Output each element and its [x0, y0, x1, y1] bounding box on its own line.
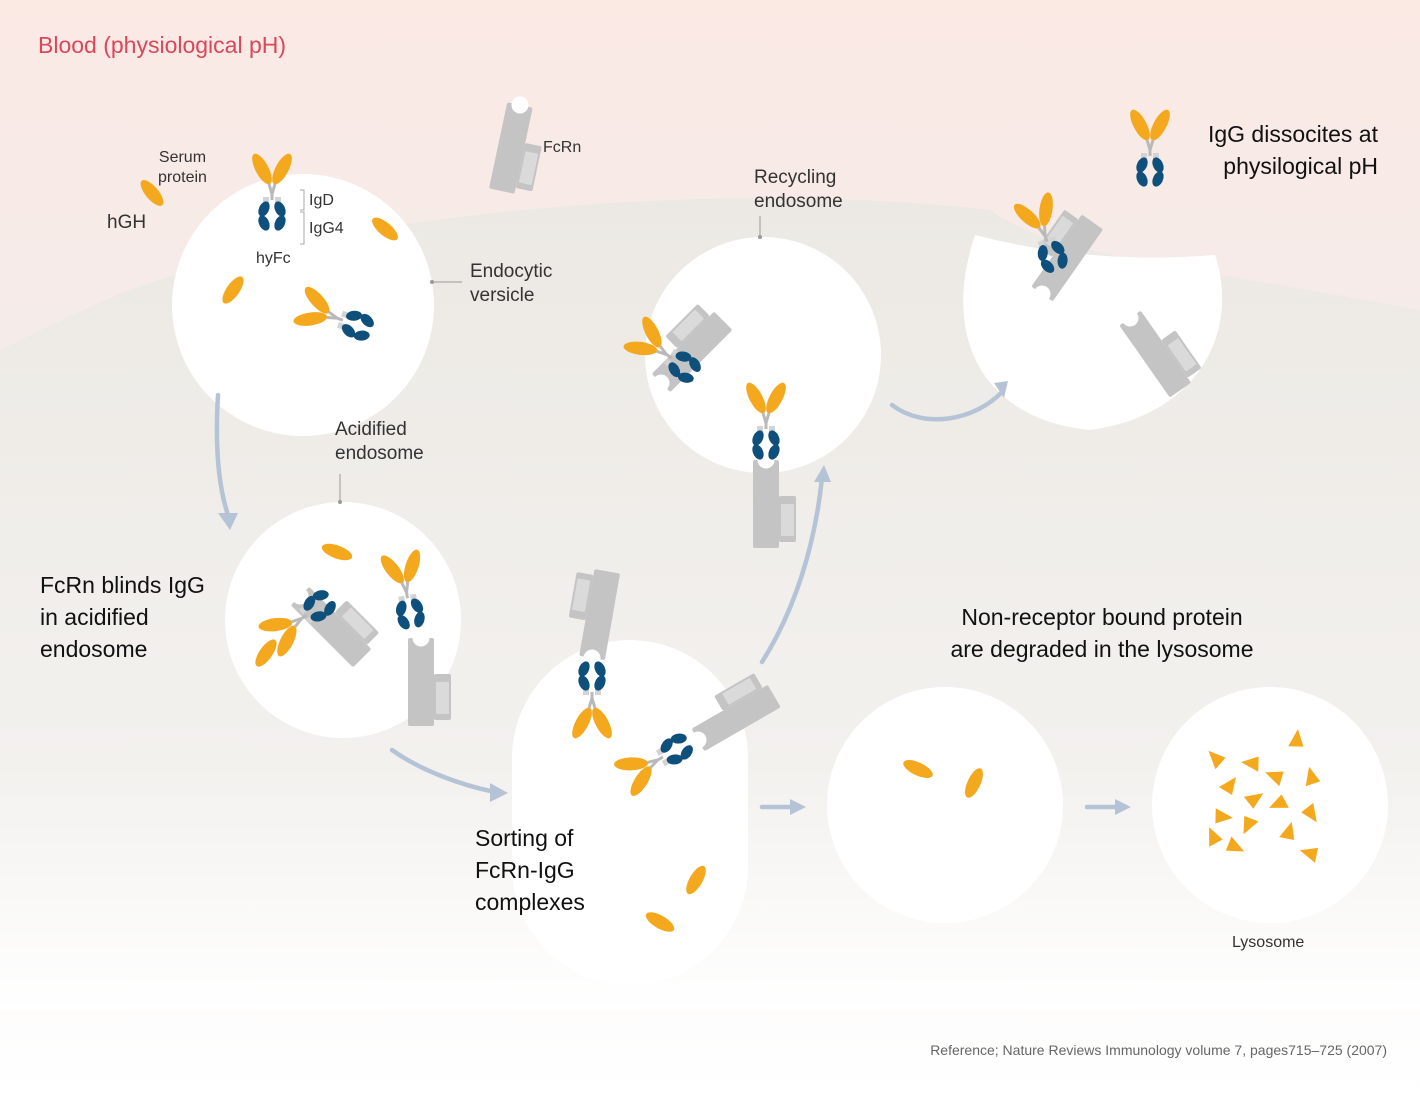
endocytic-vesicle: [172, 174, 434, 436]
recycling-line-1: Recycling: [754, 167, 837, 188]
igd-label: IgD: [309, 192, 334, 209]
igg4-label: IgG4: [309, 220, 344, 237]
lysosome-label: Lysosome: [1232, 934, 1305, 951]
acidified-endosome-label: Acidified endosome: [335, 418, 424, 466]
dissociates-line-2: physilogical pH: [1223, 153, 1378, 179]
fcrn-binds-line-2: in acidified: [40, 604, 149, 630]
fcrn-label: FcRn: [543, 139, 582, 156]
sorting-label: Sorting of FcRn-IgG complexes: [475, 822, 585, 918]
hgh-label: hGH: [107, 212, 147, 233]
sorting-endosome: [512, 640, 748, 985]
fcrn-binds-line-1: FcRn blinds IgG: [40, 572, 205, 598]
legend-brackets: [300, 189, 305, 245]
non-receptor-line-1: Non-receptor bound protein: [961, 604, 1243, 630]
arrowhead-6: [1115, 799, 1131, 815]
arrow-sorting-to-recycling: [759, 475, 825, 665]
acidified-line-1: Acidified: [335, 419, 407, 440]
blood-label: Blood (physiological pH): [38, 32, 287, 58]
serum-protein-label: Serum protein: [158, 148, 207, 188]
sorting-line-1: Sorting of: [475, 825, 574, 851]
arrow-vesicle-to-acidified: [214, 392, 231, 518]
acidified-line-2: endosome: [335, 443, 424, 464]
fcrn-binds-label: FcRn blinds IgG in acidified endosome: [40, 569, 205, 665]
endocytic-vesicle-label: Endocytic versicle: [470, 260, 552, 308]
lysosome-circle: [1152, 687, 1388, 923]
endocytic-line-2: versicle: [470, 285, 535, 306]
arrowhead-5: [790, 799, 806, 815]
endocytic-line-1: Endocytic: [470, 261, 553, 282]
arrow-recycling-to-surface: [889, 389, 1005, 422]
sorting-line-3: complexes: [475, 889, 585, 915]
serum-protein-line-1: Serum: [158, 149, 207, 166]
non-receptor-label: Non-receptor bound protein are degraded …: [922, 601, 1282, 665]
sorting-line-2: FcRn-IgG: [475, 857, 575, 883]
hyfc-label: hyFc: [256, 250, 291, 267]
arrowhead-1: [218, 513, 238, 530]
recycling-endosome-circle: [645, 237, 881, 473]
fcrn-binds-line-3: endosome: [40, 636, 148, 662]
arrowhead-4: [994, 381, 1008, 398]
recycling-endosome-label: Recycling endosome: [754, 166, 843, 214]
non-receptor-line-2: are degraded in the lysosome: [950, 636, 1254, 662]
exocytic-vesicle: [963, 235, 1223, 430]
recycling-line-2: endosome: [754, 191, 843, 212]
degradation-vesicle: [827, 687, 1063, 923]
arrowhead-2: [490, 783, 508, 802]
dissociates-line-1: IgG dissocites at: [1207, 121, 1378, 147]
igg-dissociates-label: IgG dissocites at physilogical pH: [1208, 118, 1378, 182]
serum-protein-line-2: protein: [158, 169, 207, 186]
reference-text: Reference; Nature Reviews Immunology vol…: [930, 1042, 1387, 1058]
arrow-acidified-to-sorting: [389, 747, 498, 795]
arrowhead-3: [814, 465, 831, 482]
